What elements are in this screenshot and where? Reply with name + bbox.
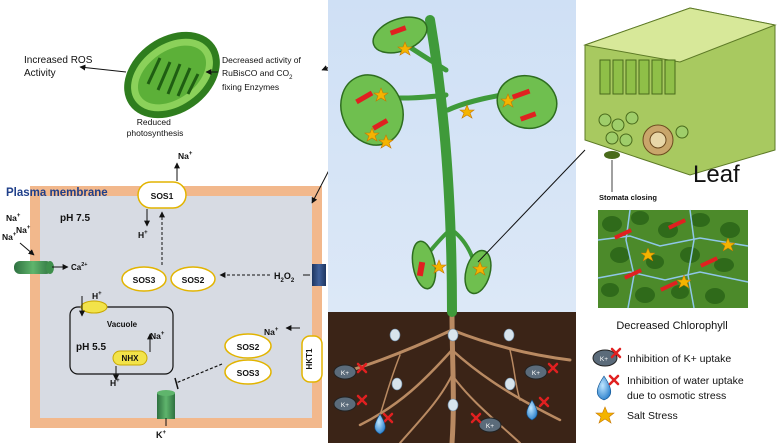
vacuole-h-label: H+ — [92, 291, 102, 301]
na-influx-label-1: Na+ — [6, 213, 21, 223]
sos3-protein-2 — [224, 359, 272, 385]
plant-leaves — [340, 16, 558, 295]
na-efflux-label: Na+ — [178, 151, 193, 161]
hkt1-transporter — [301, 335, 323, 383]
legend-water-uptake-line1: Inhibition of water uptake — [627, 375, 744, 387]
root-k-badge-1: K+ — [341, 370, 349, 377]
ros-label: Increased ROS Activity — [24, 55, 95, 79]
plant-panel: K+ K+ K+ K+ — [328, 0, 586, 443]
legend: K+ Inhibition of K+ uptake Inhibition of… — [592, 347, 744, 424]
root-system — [343, 309, 572, 443]
sos2-label-2: SOS2 — [237, 342, 260, 352]
ros-label-line2: Activity — [24, 68, 56, 79]
stomata-label: Stomata closing — [599, 193, 657, 202]
photosynthesis-label: Reduced photosynthesis — [127, 117, 184, 138]
leaf-section-panel: Leaf Stomata closing — [583, 7, 777, 332]
legend-k-uptake-icon: K+ — [592, 347, 622, 367]
vacuole-label: Vacuole — [107, 320, 138, 329]
k-label: K+ — [156, 430, 167, 440]
root-salt-crystals — [389, 328, 516, 412]
rubisco-label-line2: RuBisCO and CO2 — [222, 68, 293, 81]
rubisco-label: Decreased activity of RuBisCO and CO2 fi… — [222, 55, 303, 92]
photosynthesis-label-line1: Reduced — [137, 117, 171, 127]
h-influx-label: H+ — [138, 230, 148, 240]
rubisco-label-line1: Decreased activity of — [222, 55, 302, 65]
legend-k-uptake: Inhibition of K+ uptake — [627, 353, 731, 365]
salt-stress-stars — [364, 41, 516, 276]
root-k-badge-4: K+ — [532, 370, 540, 377]
sos1-label: SOS1 — [151, 191, 174, 201]
na-influx-arrow — [19, 242, 35, 256]
stomata-pore — [604, 151, 620, 159]
legend-salt-stress: Salt Stress — [627, 410, 678, 422]
hkt1-label: HKT1 — [305, 348, 314, 369]
arrow-to-ros — [79, 64, 127, 73]
nhx-label: NHX — [122, 354, 140, 363]
k-channel — [157, 393, 175, 419]
root-cross-marks — [356, 362, 559, 424]
hkt1-na-label: Na+ — [264, 327, 279, 337]
sos2-label: SOS2 — [182, 275, 205, 285]
k-channel-cap — [157, 390, 175, 396]
ros-label-line1: Increased ROS — [24, 55, 93, 66]
nhx-antiporter — [112, 350, 148, 366]
ca-channel-cap — [46, 261, 54, 274]
leaf-title: Leaf — [693, 161, 740, 188]
sos-inhibition-bar — [174, 377, 179, 390]
root-k-badge-3: K+ — [486, 423, 494, 430]
sos3-protein — [121, 266, 167, 292]
sos1-protein — [137, 181, 187, 209]
sos2-protein-2 — [224, 333, 272, 359]
svg-text:K+: K+ — [600, 356, 608, 363]
na-influx-labels: Na+ Na+ Na+ — [2, 209, 33, 242]
rubisco-label-line3: fixing Enzymes — [222, 82, 279, 92]
h2o2-channel — [312, 264, 326, 286]
chlorophyll-label: Decreased Chlorophyll — [616, 320, 727, 332]
leaf-damage-markers — [355, 25, 537, 277]
vacuole-na-label: Na+ — [150, 331, 165, 341]
vacuole-h-out-label: H+ — [110, 378, 120, 388]
cell-panel: Plasma membrane pH 7.5 SOS1 Na+ H+ SOS3 … — [2, 119, 356, 440]
legend-water-drop-icon — [596, 374, 620, 401]
vacuole-ph: pH 5.5 — [76, 342, 106, 353]
root-water-drops — [374, 399, 538, 435]
pointer-plant-to-leaf — [477, 149, 586, 263]
chloroplast-icon — [124, 31, 220, 119]
root-k-badge-2: K+ — [341, 402, 349, 409]
cytoplasm-ph: pH 7.5 — [60, 213, 90, 224]
photosynthesis-label-line2: photosynthesis — [127, 128, 184, 138]
chloroplast-panel: Increased ROS Activity Decreased activit… — [24, 31, 361, 138]
ca-label: Ca2+ — [71, 262, 88, 272]
vacuole — [69, 306, 174, 375]
leaf-right — [496, 74, 558, 130]
na-influx-label-3: Na+ — [2, 232, 17, 242]
ca-channel — [14, 261, 52, 274]
sos-inhibition-line — [175, 363, 223, 384]
leaf-cross-section — [583, 7, 777, 176]
chlorophyll-tissue — [597, 209, 749, 309]
h2o2-label: H2O2 — [274, 271, 295, 284]
sos3-label-2: SOS3 — [237, 368, 260, 378]
legend-water-uptake-line2: due to osmotic stress — [627, 390, 726, 402]
legend-salt-stress-icon — [595, 406, 615, 424]
vacuole-h-pump — [80, 300, 108, 314]
na-influx-label-2: Na+ — [16, 225, 31, 235]
sos2-protein — [170, 266, 216, 292]
membrane-title: Plasma membrane — [6, 187, 108, 199]
root-k-markers: K+ K+ K+ K+ — [333, 364, 548, 433]
sos3-label: SOS3 — [133, 275, 156, 285]
